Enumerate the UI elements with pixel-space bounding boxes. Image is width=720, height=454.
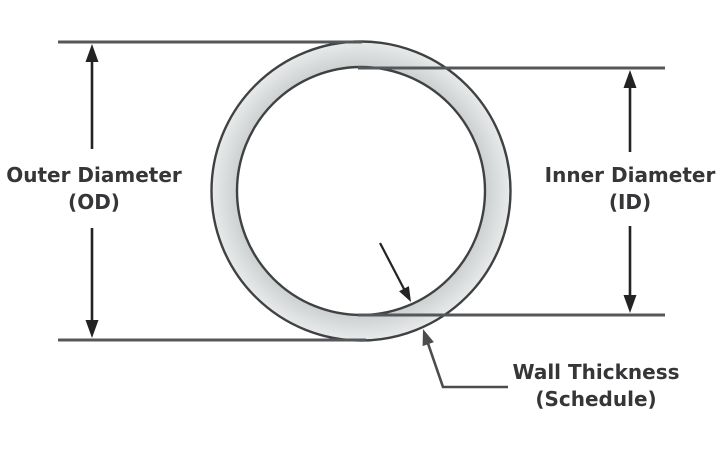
wall-inner-pointer-arrowhead-icon [399, 286, 411, 302]
wall-inner-pointer-shaft [379, 242, 405, 290]
wall-thickness-label-line1: Wall Thickness [512, 360, 680, 384]
outer-diameter-label-line2: (OD) [68, 190, 120, 214]
inner-diameter-label-line2: (ID) [608, 190, 652, 214]
wall-thickness-arrowhead-icon [422, 329, 434, 347]
pipe-inner-bore-circle [235, 65, 487, 317]
wall-thickness-leader-line [426, 341, 508, 389]
od-arrowhead-up-icon [85, 44, 99, 62]
outer-diameter-label: Outer Diameter (OD) [0, 162, 194, 216]
inner-diameter-label-line1: Inner Diameter [544, 163, 716, 187]
inner-diameter-label: Inner Diameter (ID) [530, 162, 720, 216]
wall-thickness-label-line2: (Schedule) [535, 387, 657, 411]
od-arrowhead-down-icon [85, 320, 99, 338]
id-arrowhead-up-icon [623, 70, 637, 88]
wall-thickness-label: Wall Thickness (Schedule) [496, 359, 696, 413]
id-arrowhead-down-icon [623, 295, 637, 313]
outer-diameter-label-line1: Outer Diameter [6, 163, 182, 187]
